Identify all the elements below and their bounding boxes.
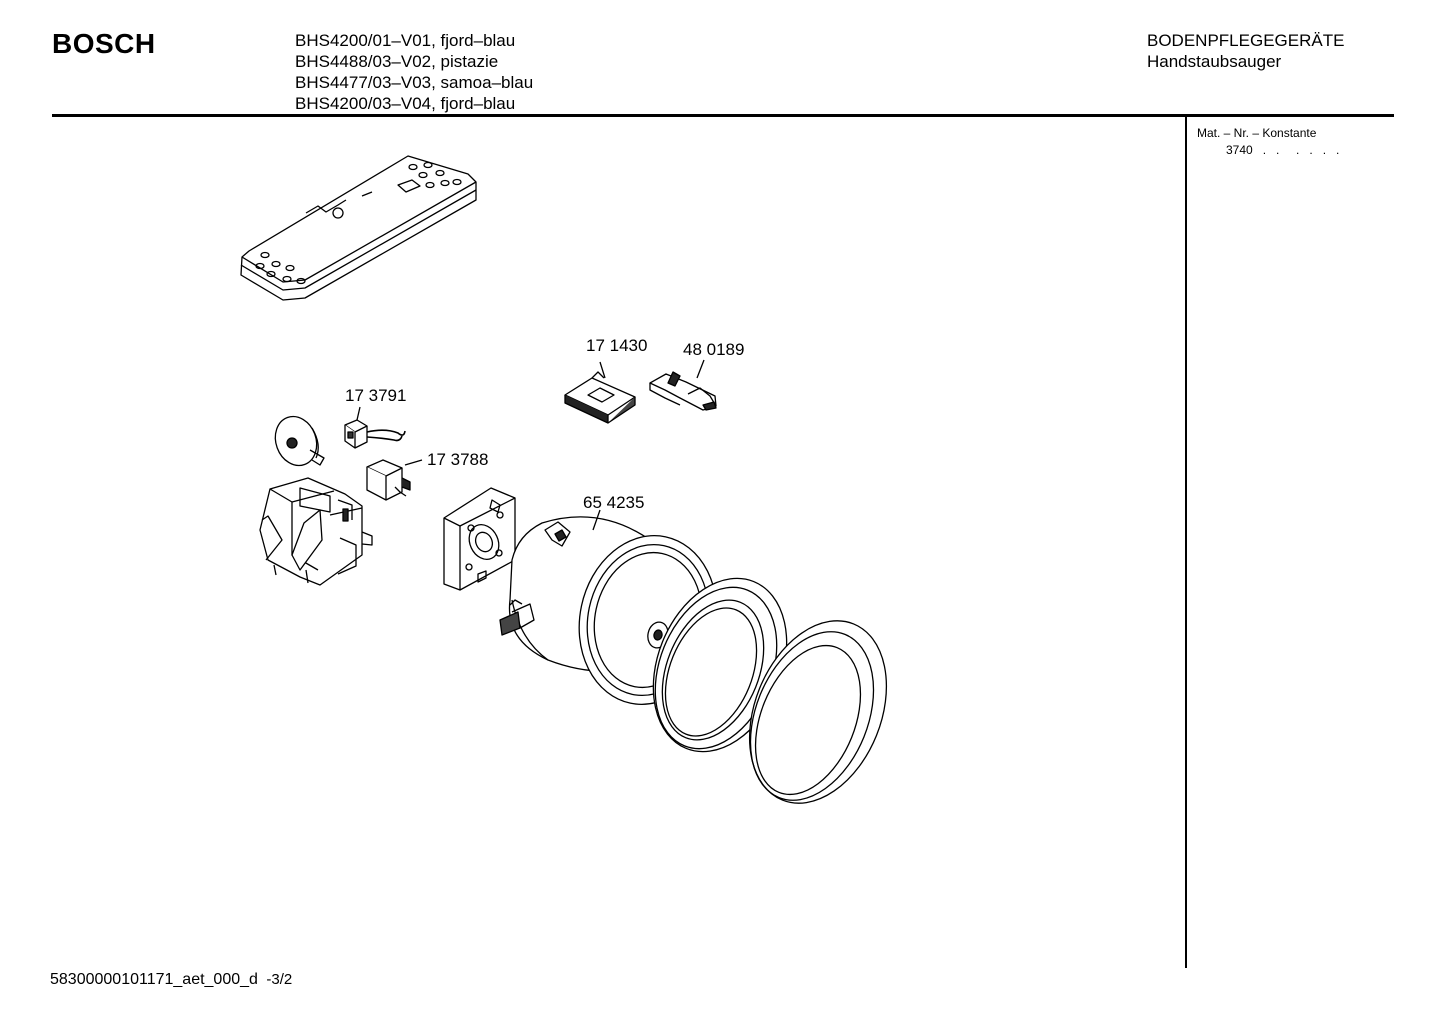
document-id: 58300000101171_aet_000_d xyxy=(50,971,258,988)
circuit-board-plate xyxy=(240,155,477,301)
category-title: BODENPFLEGEGERÄTE xyxy=(1147,31,1345,50)
category-block: BODENPFLEGEGERÄTE Handstaubsauger xyxy=(1147,30,1344,72)
footer: 58300000101171_aet_000_d -3/2 xyxy=(50,971,292,989)
part-171430-connector xyxy=(564,361,636,424)
part-label: 17 3791 xyxy=(345,386,406,405)
mat-nr-label: Mat. – Nr. – Konstante xyxy=(1197,126,1317,140)
seal-ring-outer xyxy=(748,620,888,804)
model-line: BHS4477/03–V03, samoa–blau xyxy=(295,73,534,92)
model-list: BHS4200/01–V01, fjord–blau BHS4488/03–V0… xyxy=(295,30,533,114)
part-173788-relay xyxy=(366,459,423,501)
part-label: 48 0189 xyxy=(683,340,744,359)
round-disc-part xyxy=(274,415,325,467)
mat-nr-value: 3740 . . . . . . xyxy=(1226,143,1340,157)
part-label: 17 3788 xyxy=(427,450,488,469)
model-line: BHS4200/01–V01, fjord–blau xyxy=(295,31,516,50)
header-divider xyxy=(52,114,1394,117)
subcategory-title: Handstaubsauger xyxy=(1147,52,1282,71)
sidebar-divider xyxy=(1185,116,1187,968)
page-number: -3/2 xyxy=(266,971,293,988)
part-label: 65 4235 xyxy=(583,493,644,512)
part-173791-sensor xyxy=(344,406,406,449)
model-line: BHS4200/03–V04, fjord–blau xyxy=(295,94,516,113)
switch-housing xyxy=(259,477,373,586)
part-label: 17 1430 xyxy=(586,336,647,355)
model-line: BHS4488/03–V02, pistazie xyxy=(295,52,499,71)
motor-mount-plate xyxy=(443,487,516,591)
part-480189-switch xyxy=(649,359,717,411)
brand-logo: BOSCH xyxy=(52,28,156,59)
